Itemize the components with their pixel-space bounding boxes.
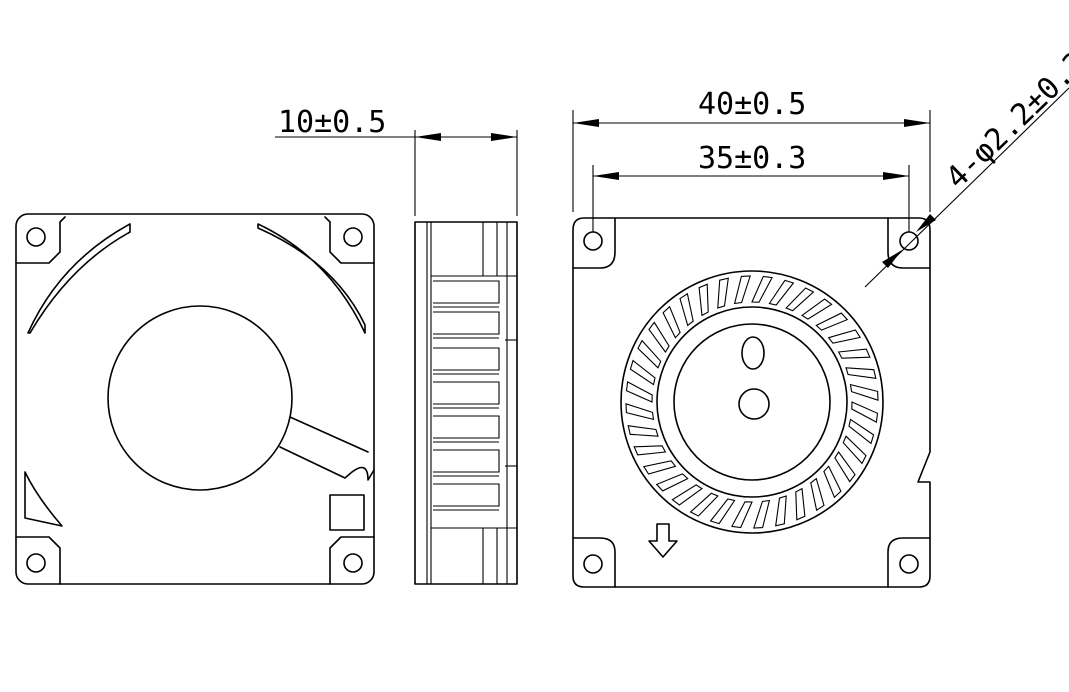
impeller-blade — [679, 292, 694, 327]
side-fin — [433, 381, 500, 405]
back-mount-hole-tl — [26, 227, 46, 247]
impeller-blade — [845, 367, 877, 379]
side-fin — [433, 449, 500, 473]
back-mount-hole-br — [343, 553, 363, 573]
back-view-frame — [15, 213, 375, 585]
back-label-box — [329, 494, 365, 531]
impeller-blade — [733, 275, 751, 305]
side-fin — [433, 483, 500, 507]
impeller-blade — [629, 359, 656, 386]
dimension-mounting-holes: 4-φ2.2±0.3 — [864, 45, 1069, 288]
impeller-blade — [625, 403, 655, 421]
front-boss-bl — [572, 537, 616, 588]
impeller-blade — [689, 492, 719, 517]
impeller-blade — [655, 473, 689, 492]
impeller-blade — [642, 460, 677, 475]
impeller-blade — [709, 498, 736, 525]
back-view — [15, 213, 375, 585]
back-vane-bl — [24, 471, 63, 527]
front-view — [572, 217, 931, 588]
front-mount-hole-tr — [899, 231, 919, 251]
dimension-hole-spacing: 35±0.3 — [592, 141, 910, 232]
impeller-blade — [801, 298, 833, 320]
impeller-blade — [775, 495, 787, 527]
dimension-thickness: 10±0.5 — [275, 105, 518, 216]
impeller-blade — [834, 451, 856, 483]
back-lead-lower — [279, 446, 375, 481]
impeller-blade — [810, 477, 825, 512]
front-boss-tl — [572, 217, 616, 269]
side-fin — [433, 280, 500, 304]
back-mount-hole-bl — [26, 553, 46, 573]
impeller-blade — [717, 277, 729, 309]
thickness-label: 10±0.5 — [278, 105, 386, 140]
impeller-blade — [662, 305, 681, 339]
impeller-blade — [627, 425, 659, 437]
overall-width-label: 40±0.5 — [698, 87, 806, 122]
back-bracket-tl — [15, 216, 66, 264]
hub-slot — [741, 336, 765, 370]
impeller-blades — [625, 275, 879, 529]
impeller-blade — [637, 339, 662, 369]
impeller-outer-ring — [620, 270, 884, 534]
airflow-arrow-icon — [648, 523, 678, 558]
front-view-frame — [572, 217, 931, 588]
impeller-blade — [633, 445, 667, 456]
dimension-overall-width: 40±0.5 — [572, 87, 931, 212]
back-bracket-tr — [324, 216, 375, 264]
front-mount-hole-tl — [583, 231, 603, 251]
back-bracket-bl — [15, 536, 61, 585]
front-boss-br — [887, 537, 931, 588]
impeller-blade — [851, 401, 879, 423]
front-boss-tr — [887, 217, 931, 269]
side-fin — [433, 415, 500, 439]
impeller-blade — [768, 279, 795, 306]
side-fins — [433, 280, 500, 511]
hole-spacing-label: 35±0.3 — [698, 141, 806, 176]
impeller-blade — [827, 329, 862, 344]
side-fin — [433, 311, 500, 335]
impeller-blade — [698, 283, 709, 317]
side-view — [414, 221, 518, 585]
impeller-blade — [648, 321, 670, 353]
impeller-blade — [842, 435, 867, 465]
back-mount-hole-tr — [343, 227, 363, 247]
impeller-blade — [671, 484, 703, 506]
impeller-blade — [823, 465, 842, 499]
back-lead-upper — [289, 416, 369, 453]
front-mount-hole-br — [899, 554, 919, 574]
mounting-holes-label: 4-φ2.2±0.3 — [939, 45, 1069, 196]
impeller-blade — [815, 312, 849, 331]
impeller-hub — [673, 323, 831, 481]
back-vane-tl — [27, 223, 131, 334]
side-fin — [433, 347, 500, 371]
back-bracket-br — [329, 536, 375, 585]
front-mount-hole-bl — [583, 554, 603, 574]
impeller-blade — [731, 501, 753, 529]
impeller-blade — [625, 381, 653, 403]
impeller-inner-ring — [656, 306, 848, 498]
side-view-frame — [414, 221, 518, 585]
back-motor-hub — [107, 305, 293, 491]
back-vane-tr — [257, 223, 366, 334]
impeller-blade — [837, 348, 871, 359]
impeller-blade — [795, 487, 806, 521]
hub-shaft — [738, 388, 770, 420]
impeller-blade — [785, 287, 815, 312]
impeller-blade — [751, 275, 773, 303]
impeller-blade — [753, 499, 771, 529]
impeller-blade — [848, 418, 875, 445]
impeller-blade — [849, 383, 879, 401]
